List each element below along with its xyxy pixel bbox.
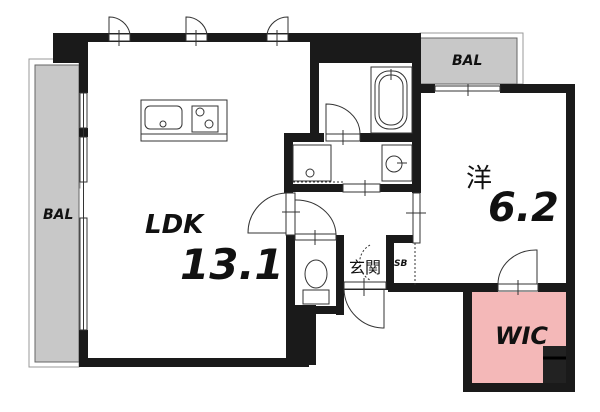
window-north (434, 84, 501, 96)
entrance-door (343, 244, 387, 329)
bath-door (325, 103, 361, 145)
wic-label: WIC (495, 322, 549, 350)
toilet-door (294, 199, 337, 245)
top-doors (108, 16, 289, 46)
walls (53, 33, 575, 392)
western-room-size: 6.2 (488, 185, 559, 231)
window-west (79, 92, 88, 331)
balcony-north (419, 32, 524, 85)
balcony-west-label: BAL (43, 207, 74, 223)
hall-partition (406, 192, 426, 285)
balcony-north-label: BAL (452, 53, 483, 69)
shoebox-label: SB (394, 259, 408, 269)
ldk-door (247, 192, 300, 236)
wic-door (497, 249, 539, 295)
toilet (302, 259, 330, 305)
ldk-size: 13.1 (180, 240, 284, 289)
wic-room (471, 292, 568, 386)
western-room-label: 洋 (466, 164, 493, 194)
bathtub (370, 66, 413, 134)
washroom (292, 144, 413, 196)
ldk-label: LDK (145, 210, 204, 240)
kitchen-counter (140, 99, 228, 142)
entrance-label: 玄関 (349, 258, 382, 277)
